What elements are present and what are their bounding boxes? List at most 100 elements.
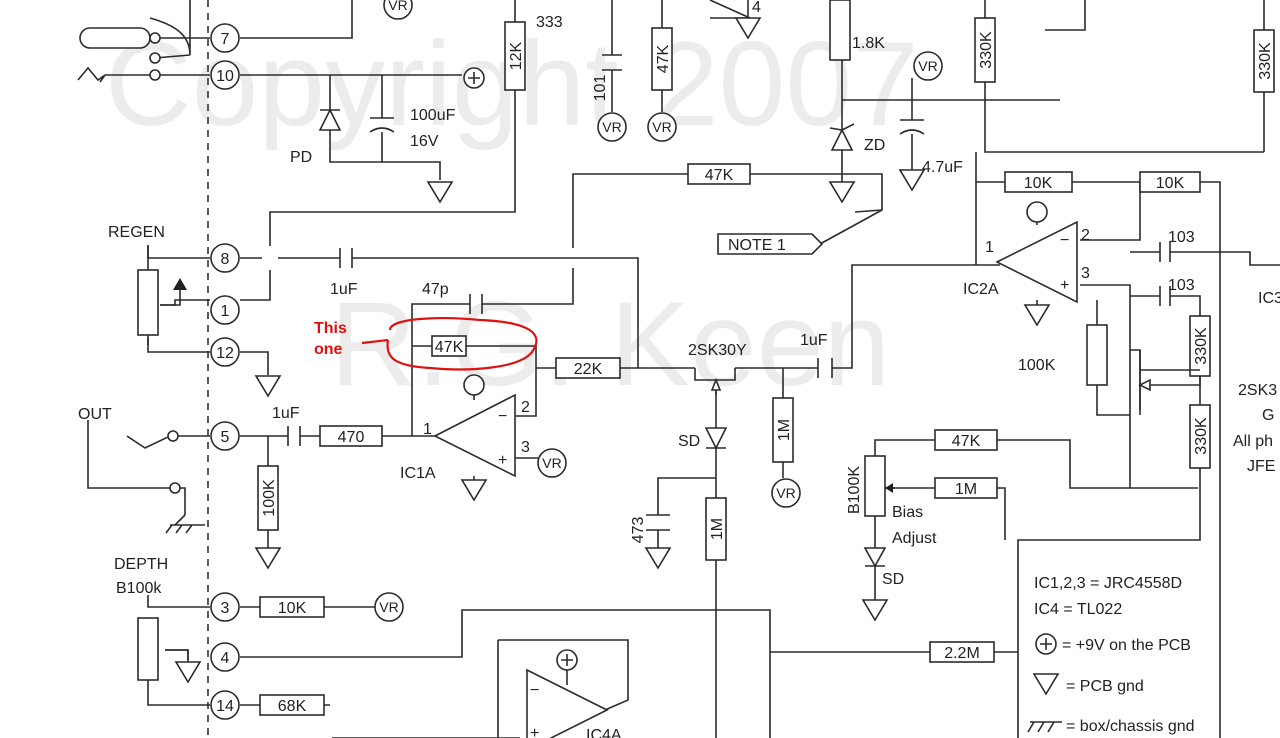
legend-line-5: = box/chassis gnd	[1066, 718, 1195, 735]
resistor-330k-top-2: 330K	[1253, 29, 1275, 93]
label-jfet-note-2: G	[1262, 407, 1274, 424]
capacitor-1uf-out	[287, 426, 301, 446]
svg-text:8: 8	[221, 251, 230, 268]
svg-text:10K: 10K	[1156, 175, 1185, 192]
diode-sd-jfet	[704, 427, 728, 450]
ground-10	[175, 661, 201, 683]
svg-text:100K: 100K	[261, 479, 278, 517]
label-c-103-a: 103	[1168, 229, 1195, 246]
vr-node-5: VR	[537, 448, 567, 478]
svg-text:47K: 47K	[952, 433, 981, 450]
op-amps: −+ 1 2 3 IC1A −+ 1 2 3 IC2A −+ IC4A	[400, 0, 1090, 738]
capacitor-103-a	[1159, 242, 1171, 262]
vr-node-3: VR	[647, 112, 677, 142]
resistor-470: 470	[319, 425, 383, 447]
chassis-ground-symbol	[165, 524, 205, 534]
capacitor-473	[646, 514, 670, 531]
svg-text:2: 2	[521, 399, 530, 416]
ground-8	[1024, 304, 1050, 326]
resistor-22k: 22K	[555, 357, 621, 379]
ic1a-label: IC1A	[400, 465, 436, 482]
svg-text:47K: 47K	[705, 167, 734, 184]
capacitor-103-b	[1159, 286, 1171, 306]
label-jfet-note-4: JFE	[1247, 458, 1275, 475]
svg-text:10K: 10K	[1024, 175, 1053, 192]
watermark-line-2: R.G. Keen	[330, 277, 890, 411]
annotation-this: This	[314, 320, 347, 337]
svg-text:330K: 330K	[1193, 327, 1210, 365]
svg-text:−: −	[498, 408, 507, 425]
semiconductors	[318, 108, 1200, 568]
resistor-1m-source: 1M	[705, 497, 727, 561]
capacitor-1uf-regen	[339, 248, 353, 268]
supply-symbols	[463, 67, 1048, 671]
svg-text:3: 3	[221, 600, 230, 617]
annotation-circle-highlight	[361, 317, 538, 371]
ic4a-label: IC4A	[586, 727, 622, 738]
svg-text:7: 7	[221, 31, 230, 48]
capacitor-100uf	[369, 117, 395, 133]
resistor-100k-ic2	[1086, 324, 1108, 386]
pin-1: 1	[210, 295, 240, 325]
svg-text:68K: 68K	[278, 698, 307, 715]
vr-node-4: VR	[913, 51, 943, 81]
resistor-10k-depth: 10K	[259, 596, 325, 618]
ground-2	[255, 375, 281, 397]
svg-text:VR: VR	[379, 599, 398, 615]
svg-text:10K: 10K	[278, 600, 307, 617]
pin-4: 4	[210, 642, 240, 672]
label-pd: PD	[290, 149, 312, 166]
jfet-2sk30y	[694, 368, 736, 395]
resistor-1m-gate: 1M	[772, 397, 794, 463]
label-sd-jfet: SD	[678, 433, 700, 450]
resistor-68k: 68K	[259, 694, 325, 716]
label-jfet-note-1: 2SK3	[1238, 382, 1277, 399]
svg-text:1: 1	[423, 421, 432, 438]
svg-text:47K: 47K	[655, 44, 672, 73]
jack-plug-body	[79, 27, 151, 49]
ground-1	[427, 181, 453, 203]
this-one-annotation: This one	[314, 317, 538, 371]
plus-9v-1	[463, 67, 485, 89]
capacitor-47p	[469, 294, 483, 314]
label-c-333: 333	[536, 14, 563, 31]
label-pin-4: 4	[752, 0, 761, 16]
diode-zener	[829, 123, 855, 151]
svg-text:12K: 12K	[508, 41, 525, 70]
label-jfet-note-3: All ph	[1233, 433, 1273, 450]
resistor-10k-ic2a-fb: 10K	[1139, 171, 1201, 193]
label-c-101: 101	[592, 75, 609, 102]
pin-5: 5	[210, 421, 240, 451]
legend-line-2: IC4 = TL022	[1034, 601, 1122, 618]
pot-regen	[137, 245, 187, 345]
annotation-one: one	[314, 341, 343, 358]
svg-text:4: 4	[221, 650, 230, 667]
svg-text:VR: VR	[776, 485, 795, 501]
plus-9v-ic4	[556, 649, 578, 671]
label-jfet-2sk30y: 2SK30Y	[688, 342, 747, 359]
resistor-10k-ic2a-in: 10K	[1004, 171, 1073, 193]
diode-sd-bias	[863, 547, 887, 568]
svg-text:−: −	[1060, 232, 1069, 249]
pin-8: 8	[210, 243, 240, 273]
label-c-100uf: 100uF	[410, 107, 456, 124]
svg-text:330K: 330K	[1193, 417, 1210, 455]
pin-3: 3	[210, 592, 240, 622]
label-bias-1: Bias	[892, 504, 923, 521]
legend-line-1: IC1,2,3 = JRC4558D	[1034, 575, 1182, 592]
ground-icon	[1033, 673, 1059, 695]
label-c-1uf-regen: 1uF	[330, 281, 358, 298]
vr-node-7: VR	[374, 592, 404, 622]
resistor-47k-bias: 47K	[934, 429, 998, 451]
jfet-2	[1130, 349, 1200, 410]
resistor-330k-low: 330K	[1189, 404, 1211, 469]
resistor-330k-mid: 330K	[1189, 315, 1211, 377]
legend-line-3: = +9V on the PCB	[1062, 637, 1191, 654]
component-labels: 333 101 100uF 16V PD PD 1uF 47p 1uF 1uF …	[78, 0, 1280, 597]
svg-text:3: 3	[1081, 265, 1090, 282]
resistor-1k8: 1.8K	[829, 0, 885, 61]
svg-text:VR: VR	[602, 119, 621, 135]
resistor-47k-feedback: 47K	[431, 335, 467, 357]
svg-text:12: 12	[216, 345, 234, 362]
svg-text:330K: 330K	[1257, 42, 1274, 80]
